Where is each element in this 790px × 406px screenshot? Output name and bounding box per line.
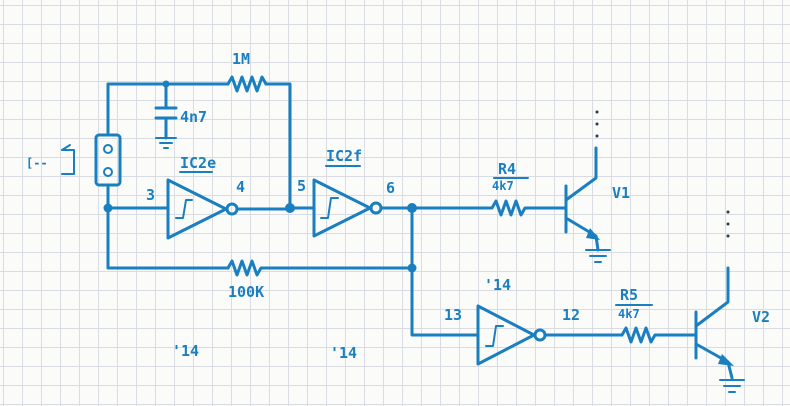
inverter-ic3: '14 13 12 bbox=[444, 276, 624, 366]
resistor-r5: R5 4k7 bbox=[615, 286, 698, 344]
r4-name: R4 bbox=[498, 160, 516, 178]
resistor-1m-label: 1M bbox=[232, 50, 250, 68]
r5-name: R5 bbox=[620, 286, 638, 304]
ic2e-out-pin: 4 bbox=[236, 178, 245, 196]
r4-value: 4k7 bbox=[492, 179, 514, 193]
switch-connector: [-- bbox=[26, 133, 122, 187]
v2-label: V2 bbox=[752, 308, 770, 326]
resistor-100k-label: 100K bbox=[228, 283, 264, 301]
capacitor-4n7: 4n7 bbox=[154, 80, 207, 149]
ic2f-out-pin: 6 bbox=[386, 179, 395, 197]
ic2f-name: IC2f bbox=[326, 147, 362, 165]
ic2e-name: IC2e bbox=[180, 154, 216, 172]
transistor-v1: V1 bbox=[564, 110, 630, 263]
ic3-out-pin: 12 bbox=[562, 306, 580, 324]
vertical-to-ic3 bbox=[410, 206, 480, 337]
resistor-1m: 1M bbox=[226, 50, 268, 93]
resistor-100k: 100K bbox=[226, 259, 414, 301]
transistor-v2: V2 bbox=[694, 210, 770, 393]
inverter-ic2e: IC2e 3 4 bbox=[146, 154, 292, 240]
v1-label: V1 bbox=[612, 184, 630, 202]
feedback-wire bbox=[106, 82, 292, 210]
ic3-part: '14 bbox=[484, 276, 511, 294]
left-wire bbox=[106, 183, 230, 270]
r5-value: 4k7 bbox=[618, 307, 640, 321]
inverter-ic2f: IC2f 5 6 bbox=[288, 147, 414, 238]
resistor-r4: R4 4k7 bbox=[410, 160, 568, 217]
switch-symbol: [-- bbox=[26, 156, 48, 170]
capacitor-label: 4n7 bbox=[180, 108, 207, 126]
ic2e-part: '14 bbox=[172, 342, 199, 360]
ic2f-part: '14 bbox=[330, 344, 357, 362]
ic2f-in-pin: 5 bbox=[297, 177, 306, 195]
ic2e-in-pin: 3 bbox=[146, 186, 155, 204]
ic3-in-pin: 13 bbox=[444, 306, 462, 324]
